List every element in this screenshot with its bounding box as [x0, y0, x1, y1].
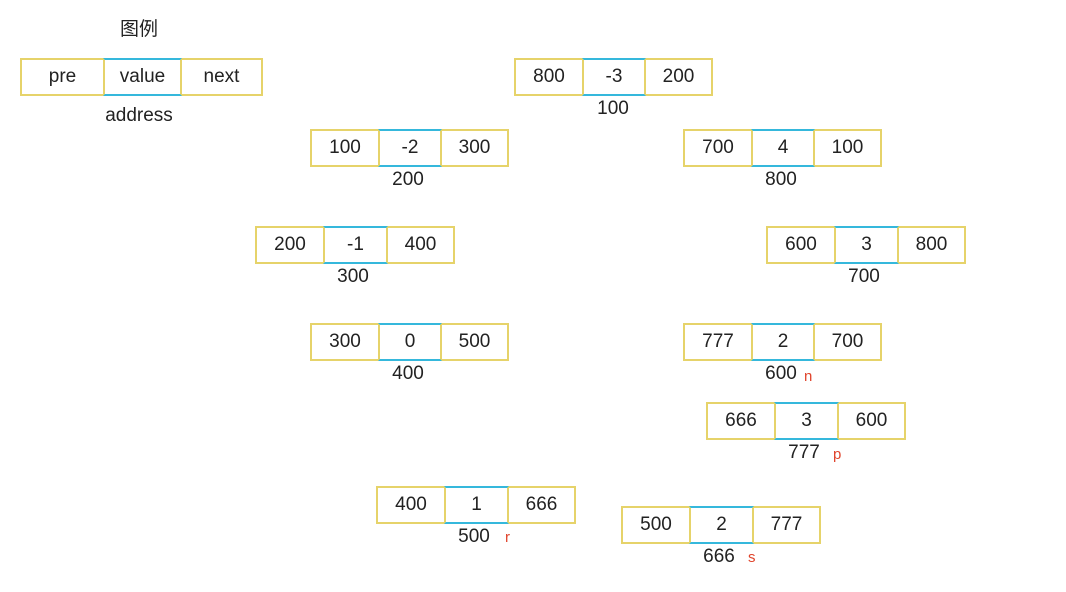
node-pre-cell: 500 [621, 506, 689, 544]
node-next-cell: 600 [839, 402, 906, 440]
node-value-cell: -1 [323, 226, 388, 264]
node-next-cell: 100 [815, 129, 882, 167]
list-node: 400 1 666 500 r [376, 486, 576, 556]
node-value-cell: -3 [582, 58, 646, 96]
node-address-label: 400 [392, 363, 424, 384]
legend-title: 图例 [120, 18, 159, 40]
pointer-label: r [505, 529, 510, 546]
node-value-cell: 1 [444, 486, 509, 524]
node-pre-cell: 200 [255, 226, 323, 264]
node-pre-cell: 666 [706, 402, 774, 440]
node-next-cell: 400 [388, 226, 455, 264]
node-next-cell: 300 [442, 129, 509, 167]
node-next-cell: 666 [509, 486, 576, 524]
node-value-cell: 2 [751, 323, 815, 361]
node-address-label: 100 [597, 98, 629, 119]
node-pre-cell: 400 [376, 486, 444, 524]
node-value-cell: 2 [689, 506, 754, 544]
node-pre-cell: 300 [310, 323, 378, 361]
list-node: 700 4 100 800 [683, 129, 882, 199]
node-address-label: 700 [848, 266, 880, 287]
node-value-cell: 3 [774, 402, 839, 440]
list-node: 200 -1 400 300 [255, 226, 455, 296]
node-address-label: 600 [765, 363, 797, 384]
node-address-label: 200 [392, 169, 424, 190]
node-next-cell: 777 [754, 506, 821, 544]
node-next-cell: 200 [646, 58, 713, 96]
list-node: 666 3 600 777 p [706, 402, 906, 472]
node-value-cell: -2 [378, 129, 442, 167]
list-node: 800 -3 200 100 [514, 58, 713, 128]
legend-pre-cell: pre [20, 58, 103, 96]
node-address-label: 300 [337, 266, 369, 287]
node-pre-cell: 600 [766, 226, 834, 264]
pointer-label: n [804, 368, 813, 385]
node-next-cell: 700 [815, 323, 882, 361]
node-pre-cell: 800 [514, 58, 582, 96]
list-node: 500 2 777 666 s [621, 506, 821, 576]
pointer-label: s [748, 549, 756, 566]
node-address-label: 777 [788, 442, 820, 463]
legend-next-cell: next [182, 58, 263, 96]
node-address-label: 666 [703, 546, 735, 567]
list-node: 300 0 500 400 [310, 323, 509, 393]
node-address-label: 500 [458, 526, 490, 547]
list-node: 100 -2 300 200 [310, 129, 509, 199]
legend-value-cell: value [103, 58, 182, 96]
pointer-label: p [833, 446, 842, 463]
node-value-cell: 3 [834, 226, 899, 264]
node-next-cell: 800 [899, 226, 966, 264]
list-node: 777 2 700 600 n [683, 323, 882, 393]
node-value-cell: 4 [751, 129, 815, 167]
legend-address-label: address [105, 105, 173, 126]
node-address-label: 800 [765, 169, 797, 190]
node-pre-cell: 777 [683, 323, 751, 361]
node-pre-cell: 700 [683, 129, 751, 167]
node-next-cell: 500 [442, 323, 509, 361]
node-value-cell: 0 [378, 323, 442, 361]
list-node: 600 3 800 700 [766, 226, 966, 296]
legend-node: pre value next address [20, 58, 263, 128]
node-pre-cell: 100 [310, 129, 378, 167]
